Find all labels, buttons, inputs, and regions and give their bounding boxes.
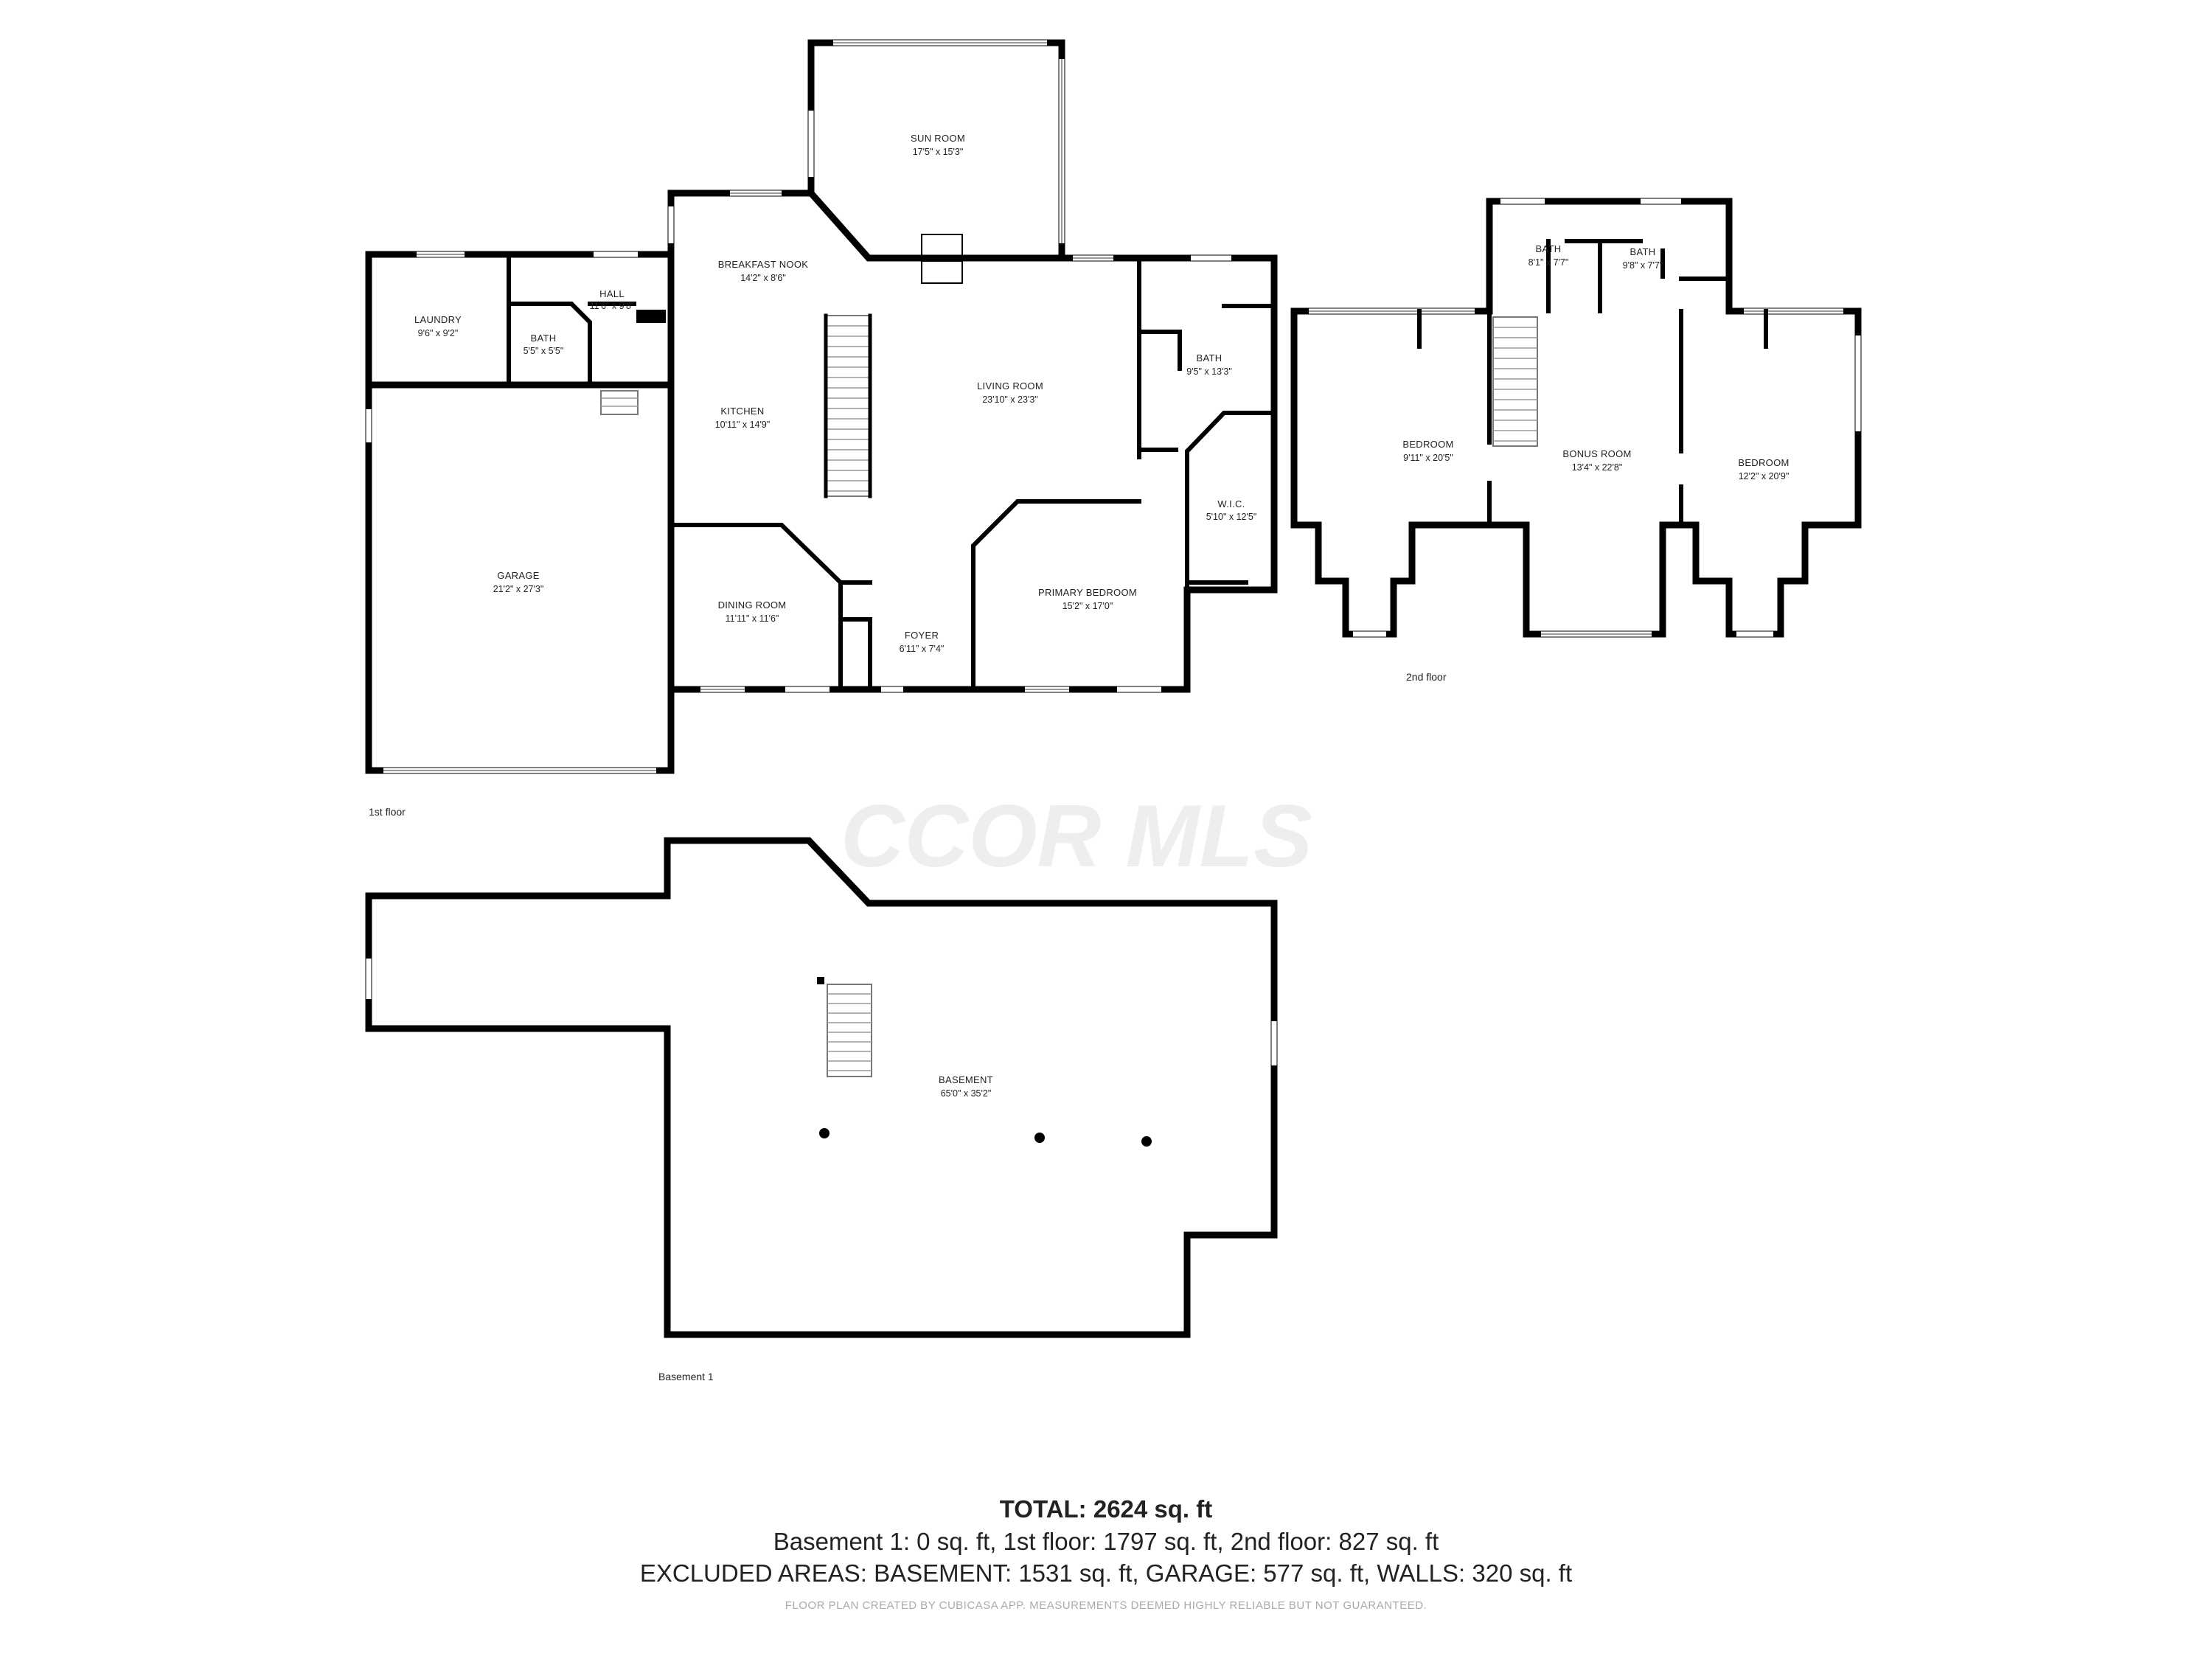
area-summary: TOTAL: 2624 sq. ft Basement 1: 0 sq. ft,…: [0, 1493, 2212, 1612]
room-dim-living-room: 23'10" x 23'3": [982, 394, 1038, 405]
room-name-hall: HALL: [599, 288, 625, 299]
room-dim-kitchen: 10'11" x 14'9": [715, 420, 771, 430]
room-dim-basement: 65'0" x 35'2": [941, 1088, 992, 1099]
room-dim-bath-small: 5'5" x 5'5": [524, 346, 564, 356]
room-name-bonus-room: BONUS ROOM: [1562, 448, 1631, 459]
room-name-basement: BASEMENT: [939, 1074, 993, 1085]
room-dim-bedroom-right: 12'2" x 20'9": [1739, 471, 1790, 481]
disclaimer: FLOOR PLAN CREATED BY CUBICASA APP. MEAS…: [785, 1599, 1427, 1612]
room-name-laundry: LAUNDRY: [414, 314, 462, 325]
room-name-bedroom-right: BEDROOM: [1738, 457, 1789, 468]
second-floor-walls: [1290, 198, 1862, 638]
room-dim-hall: 11'6" x 9'8": [590, 301, 635, 311]
room-dim-sun-room: 17'5" x 15'3": [913, 147, 964, 157]
floor-area-breakdown: Basement 1: 0 sq. ft, 1st floor: 1797 sq…: [773, 1528, 1439, 1555]
room-dim-garage: 21'2" x 27'3": [493, 584, 544, 594]
main-house-walls: [667, 189, 1278, 693]
room-name-bath-left: BATH: [1536, 243, 1562, 254]
room-dim-dining-room: 11'11" x 11'6": [726, 613, 779, 624]
room-name-wic: W.I.C.: [1217, 498, 1245, 509]
room-dim-bath-left: 8'1" x 7'7": [1528, 257, 1569, 268]
room-dim-breakfast-nook: 14'2" x 8'6": [740, 273, 786, 283]
room-name-bath-primary: BATH: [1197, 352, 1222, 364]
room-name-foyer: FOYER: [905, 630, 939, 641]
room-name-garage: GARAGE: [497, 570, 539, 581]
room-dim-bonus-room: 13'4" x 22'8": [1572, 462, 1623, 473]
watermark: CCOR MLS: [841, 787, 1312, 886]
room-dim-laundry: 9'6" x 9'2": [418, 328, 459, 338]
second-floor-plan: BATH 8'1" x 7'7" BATH 9'8" x 7'7" BEDROO…: [1290, 198, 1862, 683]
room-dim-primary-bedroom: 15'2" x 17'0": [1062, 601, 1113, 611]
excluded-areas: EXCLUDED AREAS: BASEMENT: 1531 sq. ft, G…: [639, 1559, 1573, 1587]
room-dim-bath-primary: 9'5" x 13'3": [1186, 366, 1232, 377]
first-floor-plan: SUN ROOM 17'5" x 15'3" BREAKFAST NOOK 14…: [365, 39, 1278, 818]
second-floor-label: 2nd floor: [1406, 671, 1447, 683]
room-name-kitchen: KITCHEN: [720, 406, 764, 417]
room-name-bedroom-left: BEDROOM: [1402, 439, 1453, 450]
room-dim-bath-right: 9'8" x 7'7": [1623, 260, 1663, 271]
room-name-bath-small: BATH: [531, 333, 557, 344]
basement-plan: BASEMENT 65'0" x 35'2" Basement 1: [365, 837, 1278, 1382]
room-name-primary-bedroom: PRIMARY BEDROOM: [1038, 587, 1137, 598]
room-name-dining-room: DINING ROOM: [718, 599, 787, 611]
room-name-breakfast-nook: BREAKFAST NOOK: [718, 259, 808, 270]
room-dim-wic: 5'10" x 12'5": [1206, 512, 1257, 522]
room-name-living-room: LIVING ROOM: [977, 380, 1043, 392]
room-dim-foyer: 6'11" x 7'4": [900, 644, 945, 654]
first-floor-label: 1st floor: [369, 806, 406, 818]
room-dim-bedroom-left: 9'11" x 20'5": [1403, 453, 1453, 463]
basement-label: Basement 1: [658, 1371, 714, 1382]
floor-plan-drawing: CCOR MLS: [365, 39, 1862, 1382]
room-name-bath-right: BATH: [1630, 246, 1656, 257]
room-name-sun-room: SUN ROOM: [911, 133, 965, 144]
laundry-wing-walls: [365, 251, 675, 389]
total-area: TOTAL: 2624 sq. ft: [999, 1495, 1213, 1523]
basement-walls: [365, 837, 1278, 1338]
